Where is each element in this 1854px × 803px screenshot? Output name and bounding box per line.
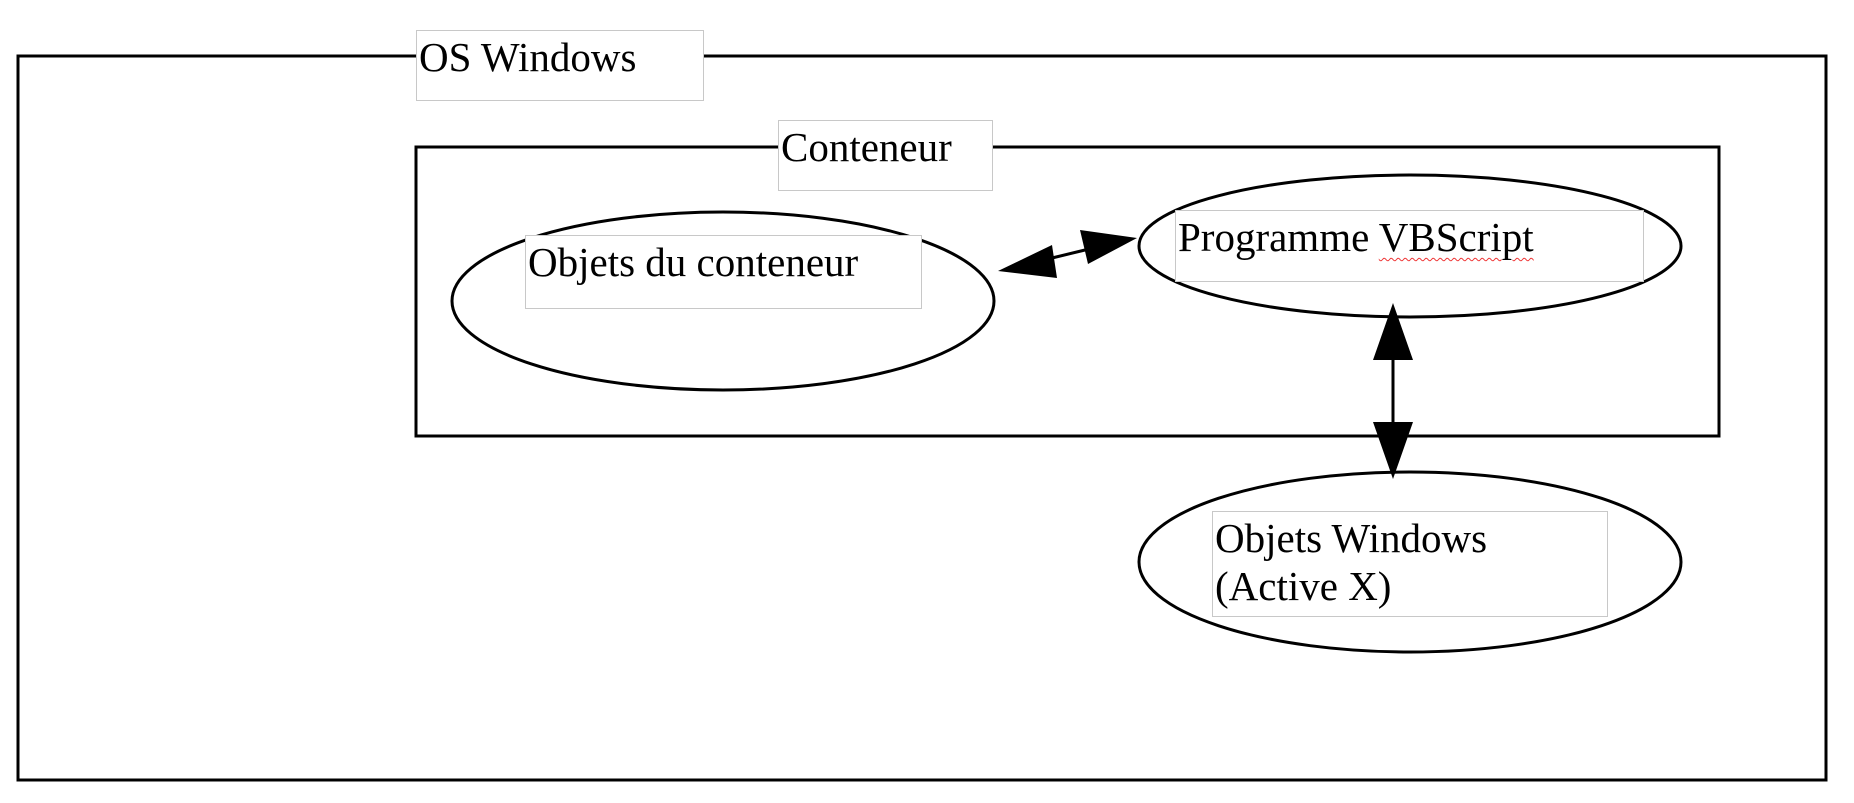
windows-objects-ellipse: [1137, 470, 1683, 654]
container-objects-label: Objets du conteneur: [525, 235, 922, 309]
arrow-vbscript-windows: [1373, 303, 1413, 479]
vbscript-program-label: Programme VBScript: [1175, 210, 1644, 282]
container-frame: [414, 145, 1721, 438]
os-windows-frame: [16, 54, 1828, 782]
arrow-container-vbscript: [998, 230, 1137, 278]
vbscript-program-ellipse: [1137, 173, 1683, 319]
container-objects-ellipse: [450, 210, 996, 392]
vbscript-word: VBScript: [1378, 214, 1534, 260]
windows-objects-label: Objets Windows (Active X): [1212, 511, 1608, 617]
vbscript-program-text: Programme: [1178, 214, 1379, 260]
os-windows-label: OS Windows: [416, 30, 704, 101]
container-label: Conteneur: [778, 120, 993, 191]
